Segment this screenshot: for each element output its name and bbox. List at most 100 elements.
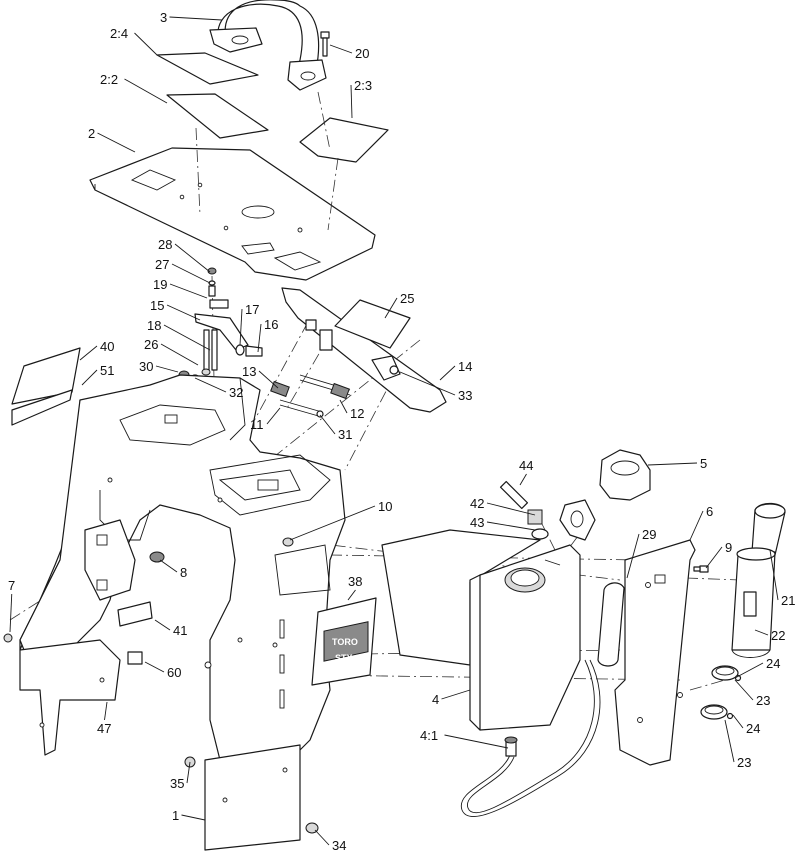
callout-19: 19 — [153, 277, 208, 299]
callout-51: 51 — [81, 363, 114, 386]
callout-label: 24 — [746, 721, 760, 736]
fasteners — [3, 537, 683, 834]
decal-part-2-3 — [299, 117, 389, 163]
callout-label: 7 — [8, 578, 15, 593]
callout-label: 60 — [167, 665, 181, 680]
callout-leader — [257, 323, 262, 353]
callout-34: 34 — [314, 829, 346, 853]
callout-5: 5 — [647, 456, 707, 471]
callout-leader — [159, 559, 178, 573]
callout-leader — [705, 546, 723, 569]
callout-23a: 23 — [734, 679, 770, 708]
callout-4: 4 — [432, 689, 471, 707]
callout-12: 12 — [339, 399, 364, 421]
decal-part-40 — [11, 347, 81, 405]
callout-leader — [486, 521, 536, 531]
callout-30: 30 — [139, 359, 179, 374]
callout-label: 23 — [737, 755, 751, 770]
callout-leader — [724, 719, 735, 763]
callout-leader — [9, 593, 13, 633]
callout-label: 35 — [170, 776, 184, 791]
callout-label: 33 — [458, 388, 472, 403]
callout-label: 14 — [458, 359, 472, 374]
callout-leader — [144, 661, 165, 673]
callout-leader — [626, 533, 640, 579]
decal-model-text: STX-26 — [335, 653, 366, 663]
callout-leader — [319, 414, 336, 435]
decal-part-2-2 — [166, 93, 269, 139]
callout-label: 43 — [470, 515, 484, 530]
decal-part-41 — [117, 601, 153, 627]
callout-leader — [194, 377, 227, 393]
decal-part-2-4 — [156, 52, 259, 85]
callout-2:2: 2:2 — [100, 72, 168, 104]
callout-16: 16 — [257, 317, 278, 353]
callout-label: 2:4 — [110, 26, 128, 41]
callout-label: 23 — [756, 693, 770, 708]
callout-label: 26 — [144, 337, 158, 352]
callout-leader — [104, 701, 108, 721]
frame-lower-plate — [204, 744, 301, 851]
callout-label: 40 — [100, 339, 114, 354]
callout-44: 44 — [519, 458, 533, 486]
callout-leader — [124, 78, 168, 104]
callout-leader — [166, 304, 201, 321]
callout-leader — [734, 679, 754, 701]
callout-label: 31 — [338, 427, 352, 442]
callout-leader — [289, 505, 376, 541]
callout-label: 2 — [88, 126, 95, 141]
callout-3: 3 — [160, 10, 223, 25]
callout-25: 25 — [384, 291, 414, 319]
callout-leader — [769, 549, 779, 601]
callout-label: 42 — [470, 496, 484, 511]
callout-label: 5 — [700, 456, 707, 471]
callout-60: 60 — [144, 661, 181, 680]
callout-leader — [339, 399, 348, 414]
callout-21: 21 — [769, 549, 795, 608]
plate-part-2 — [89, 147, 376, 281]
callout-leader — [266, 407, 281, 425]
callout-leader — [439, 365, 456, 381]
callout-32: 32 — [194, 377, 243, 400]
callout-label: 34 — [332, 838, 346, 853]
callout-24a: 24 — [734, 656, 780, 679]
callout-label: 38 — [348, 574, 362, 589]
callout-40: 40 — [79, 339, 114, 361]
callout-label: 3 — [160, 10, 167, 25]
callout-38: 38 — [347, 574, 362, 601]
callout-leader — [169, 283, 208, 299]
callout-7: 7 — [8, 578, 15, 633]
callout-label: 1 — [172, 808, 179, 823]
callout-label: 8 — [180, 565, 187, 580]
callout-9: 9 — [705, 540, 732, 569]
callout-15: 15 — [150, 298, 201, 321]
callout-2:4: 2:4 — [110, 26, 158, 56]
callout-10: 10 — [289, 499, 392, 541]
callout-label: 18 — [147, 318, 161, 333]
callout-label: 28 — [158, 237, 172, 252]
callout-leader — [160, 343, 199, 366]
decal-part-38: TORO STX-26 — [311, 597, 377, 686]
canister-parts-21-22 — [731, 502, 786, 658]
callout-label: 19 — [153, 277, 167, 292]
callout-label: 29 — [642, 527, 656, 542]
handle-part-3 — [209, 0, 327, 91]
callout-label: 44 — [519, 458, 533, 473]
callout-17: 17 — [239, 302, 259, 346]
fuel-tank-part-4 — [381, 529, 581, 731]
callout-2:3: 2:3 — [350, 78, 372, 119]
callout-label: 9 — [725, 540, 732, 555]
callout-33: 33 — [399, 371, 472, 403]
callout-label: 22 — [771, 628, 785, 643]
callout-42: 42 — [470, 496, 536, 516]
bolt-part-20 — [320, 31, 330, 57]
callout-label: 15 — [150, 298, 164, 313]
callout-label: 2:2 — [100, 72, 118, 87]
callout-leader — [314, 829, 330, 846]
callout-label: 12 — [350, 406, 364, 421]
callout-leader — [174, 243, 211, 273]
callout-label: 4:1 — [420, 728, 438, 743]
callout-leader — [163, 324, 211, 351]
